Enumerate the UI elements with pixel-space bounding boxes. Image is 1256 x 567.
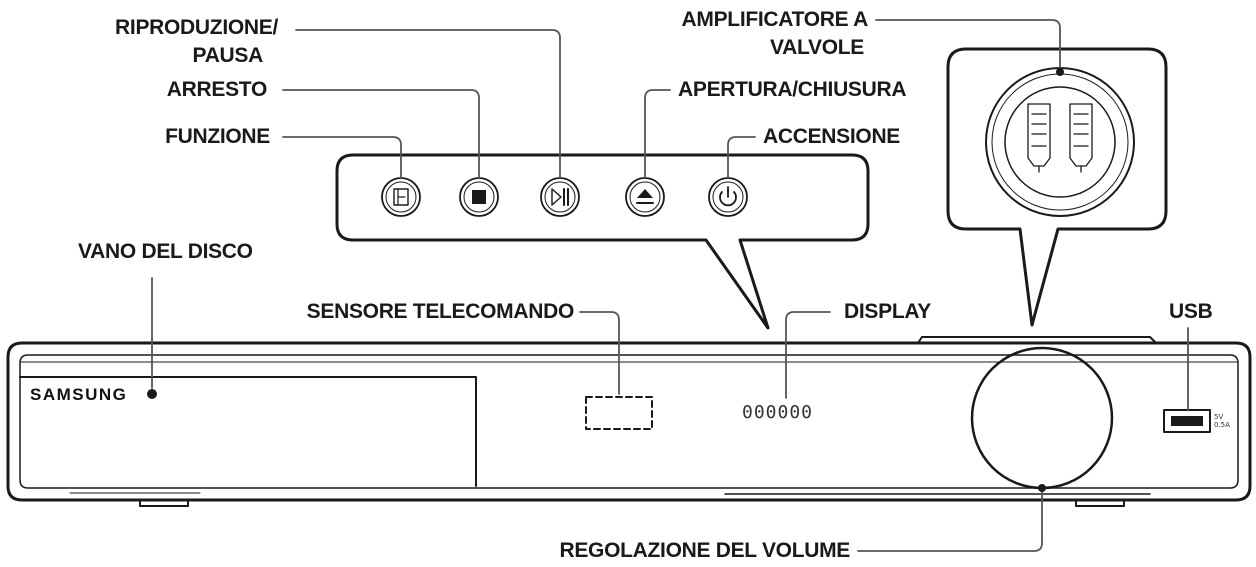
leader-function [282, 136, 402, 179]
label-tube-amp-line2: VALVOLE [770, 36, 864, 59]
unit-top-ridge [917, 336, 1157, 344]
leader-open-close [644, 89, 671, 179]
display-window [735, 397, 843, 431]
label-remote-sensor: SENSORE TELECOMANDO [306, 300, 575, 323]
vacuum-tube-left [1027, 103, 1051, 173]
unit-inner-frame [19, 354, 1239, 489]
button-callout-bubble [335, 153, 870, 330]
label-usb: USB [1169, 300, 1213, 323]
tube-amp-ring-outer [985, 67, 1135, 217]
play-pause-button [540, 177, 580, 217]
brand-logo-text: SAMSUNG [30, 385, 128, 404]
tube-amp-callout-bubble [946, 47, 1168, 327]
disc-tray [19, 376, 477, 487]
label-play-pause-line1: RIPRODUZIONE/ [115, 16, 278, 39]
foot-right [1075, 499, 1125, 507]
label-open-close: APERTURA/CHIUSURA [678, 78, 907, 101]
disc-tray-dot [147, 389, 157, 399]
label-volume: REGOLAZIONE DEL VOLUME [559, 539, 850, 562]
power-button [708, 177, 748, 217]
leader-remote-sensor [579, 311, 620, 395]
leader-play-pause [295, 29, 561, 179]
function-button [381, 177, 421, 217]
label-disc-tray: VANO DEL DISCO [78, 240, 253, 263]
tube-amp-ring-inner [1004, 86, 1116, 198]
leader-display [785, 311, 831, 399]
leader-volume-dot [1038, 484, 1046, 492]
label-tube-amp-line1: AMPLIFICATORE A [681, 8, 869, 31]
label-stop: ARRESTO [166, 78, 268, 101]
usb-spec-voltage: 5V [1214, 413, 1224, 421]
leader-tube-amp [875, 19, 1061, 71]
tube-amp-ring-mid [991, 73, 1129, 211]
display-digits: 000000 [742, 402, 814, 423]
leader-stop [282, 89, 480, 179]
leader-power [727, 136, 756, 179]
leader-volume [857, 487, 1043, 552]
unit-body-outline [6, 341, 1252, 502]
open-close-button [625, 177, 665, 217]
leader-tube-amp-dot [1056, 68, 1064, 76]
label-play-pause-line2: PAUSA [192, 44, 264, 67]
remote-sensor-window [585, 396, 653, 430]
volume-knob [970, 346, 1114, 490]
vacuum-tube-right [1069, 103, 1093, 173]
usb-spec-current: 0.5A [1214, 421, 1230, 429]
label-power: ACCENSIONE [763, 125, 901, 148]
usb-port [1163, 409, 1211, 433]
usb-port-slot [1171, 416, 1203, 426]
stop-button [459, 177, 499, 217]
label-display: DISPLAY [844, 300, 931, 323]
label-function: FUNZIONE [165, 125, 270, 148]
foot-left [139, 499, 189, 507]
